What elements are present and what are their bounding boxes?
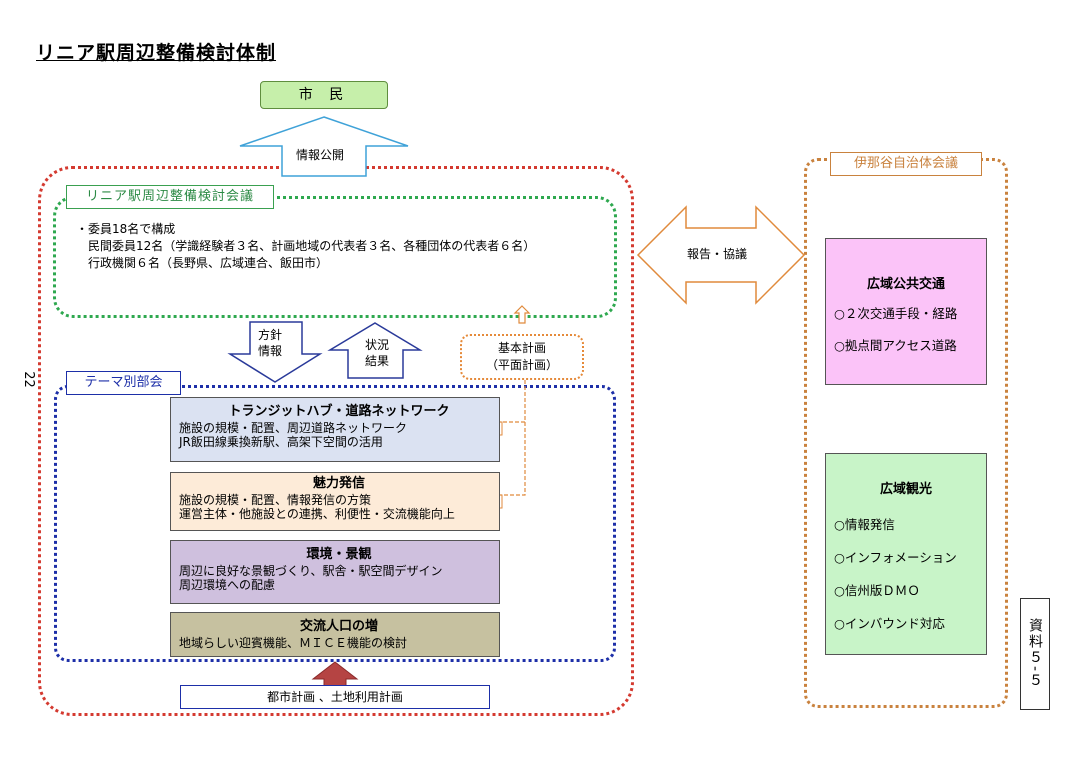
regional-tourism-item: ○インフォメーション: [834, 550, 957, 565]
report-double-arrow: [636, 205, 806, 305]
status-label: 状況 結果: [365, 337, 389, 369]
basic-plan-line-1: 基本計画: [497, 341, 546, 355]
section-landscape: 環境・景観 周辺に良好な景観づくり、駅舎・駅空間デザイン 周辺環境への配慮: [170, 540, 500, 604]
section-line: JR飯田線乗換新駅、高架下空間の活用: [179, 435, 383, 449]
disclosure-arrow: [239, 116, 409, 177]
citizen-box: 市 民: [260, 81, 388, 109]
members-line-1: ・委員18名で構成: [76, 222, 176, 236]
section-title: 環境・景観: [306, 547, 372, 562]
section-title: トランジットハブ・道路ネットワーク: [228, 404, 450, 419]
section-line: 施設の規模・配置、情報発信の方策: [179, 493, 372, 507]
section-transit-hub: トランジットハブ・道路ネットワーク 施設の規模・配置、周辺道路ネットワーク JR…: [170, 397, 500, 462]
kihon-small-arrow: [513, 305, 531, 324]
status-label-line-2: 結果: [365, 354, 390, 368]
policy-label: 方針 情報: [258, 327, 282, 359]
council-members: ・委員18名で構成 民間委員12名（学識経験者３名、計画地域の代表者３名、各種団…: [76, 221, 535, 272]
section-attraction: 魅力発信 施設の規模・配置、情報発信の方策 運営主体・他施設との連携、利便性・交…: [170, 472, 500, 531]
report-label: 報告・協議: [687, 247, 748, 261]
toshi-up-arrow: [311, 661, 359, 687]
page-title: リニア駅周辺整備検討体制: [36, 42, 277, 64]
regional-transit-box: 広域公共交通 ○２次交通手段・経路 ○拠点間アクセス道路: [825, 238, 987, 385]
status-label-line-1: 状況: [365, 338, 390, 352]
disclosure-label: 情報公開: [296, 148, 345, 162]
regional-tourism-item: ○インバウンド対応: [834, 616, 945, 631]
section-line: 周辺環境への配慮: [179, 578, 276, 592]
regional-transit-item: ○拠点間アクセス道路: [834, 338, 957, 353]
section-line: 運営主体・他施設との連携、利便性・交流機能向上: [179, 507, 455, 521]
ina-valley-council-label: 伊那谷自治体会議: [830, 152, 982, 176]
basic-plan-box: 基本計画 （平面計画）: [460, 334, 584, 380]
members-line-3: 行政機関６名（長野県、広域連合、飯田市）: [76, 256, 329, 270]
regional-tourism-box: 広域観光 ○情報発信 ○インフォメーション ○信州版ＤＭＯ ○インバウンド対応: [825, 453, 987, 655]
regional-tourism-title: 広域観光: [879, 482, 932, 497]
policy-label-line-2: 情報: [258, 344, 283, 358]
regional-tourism-item: ○信州版ＤＭＯ: [834, 583, 920, 598]
section-line: 施設の規模・配置、周辺道路ネットワーク: [179, 421, 408, 435]
document-reference-tag: 資料５-５: [1020, 598, 1050, 710]
members-line-2: 民間委員12名（学識経験者３名、計画地域の代表者３名、各種団体の代表者６名）: [76, 239, 536, 253]
regional-transit-item: ○２次交通手段・経路: [834, 306, 958, 321]
theme-subcommittee-frame: [54, 385, 616, 662]
section-line: 地域らしい迎賓機能、ＭＩＣＥ機能の検討: [179, 636, 408, 650]
urban-planning-box: 都市計画 、土地利用計画: [180, 685, 490, 709]
theme-subcommittee-label: テーマ別部会: [66, 371, 181, 395]
council-label: リニア駅周辺整備検討会議: [66, 185, 274, 209]
status-up-arrow: [327, 322, 423, 379]
section-title: 魅力発信: [312, 476, 365, 491]
section-line: 周辺に良好な景観づくり、駅舎・駅空間デザイン: [179, 564, 443, 578]
policy-label-line-1: 方針: [258, 328, 283, 342]
regional-tourism-item: ○情報発信: [834, 517, 895, 532]
section-exchange-population: 交流人口の増 地域らしい迎賓機能、ＭＩＣＥ機能の検討: [170, 612, 500, 657]
policy-down-arrow: [227, 321, 323, 383]
regional-transit-title: 広域公共交通: [866, 277, 945, 292]
council-frame: [53, 196, 617, 318]
section-title: 交流人口の増: [299, 619, 378, 634]
basic-plan-line-2: （平面計画）: [485, 358, 558, 372]
page-number: 22: [20, 371, 36, 388]
